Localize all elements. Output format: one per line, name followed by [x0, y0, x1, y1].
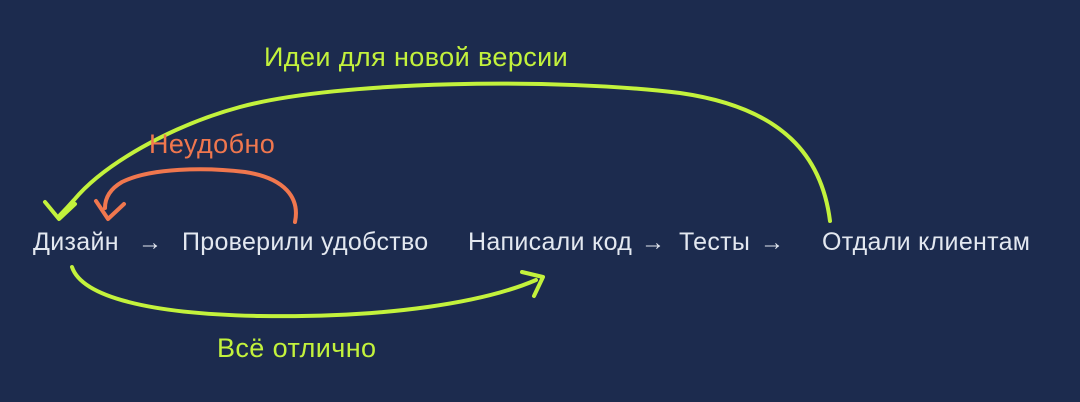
- flow-arrow-icon: →: [138, 229, 163, 256]
- ideas-arc: [58, 81, 832, 223]
- ideas-arrowhead-icon: [43, 200, 77, 221]
- uncomfortable-arrowhead-icon: [94, 199, 126, 221]
- great-arc: [70, 265, 538, 319]
- flow-arrow-icon: →: [641, 229, 666, 256]
- flow-arrow-icon: →: [760, 229, 785, 256]
- node-usability-check: Проверили удобство: [182, 228, 429, 256]
- great-label: Всё отлично: [217, 333, 377, 363]
- node-tests: Тесты: [679, 228, 751, 256]
- ideas-label: Идеи для новой версии: [264, 42, 569, 72]
- node-wrote-code: Написали код: [468, 228, 633, 256]
- node-delivered-to-clients: Отдали клиентам: [822, 228, 1031, 256]
- node-design: Дизайн: [33, 228, 119, 256]
- great-arrowhead-icon: [520, 270, 545, 298]
- uncomfortable-arc: [103, 167, 298, 224]
- uncomfortable-label: Неудобно: [149, 129, 276, 159]
